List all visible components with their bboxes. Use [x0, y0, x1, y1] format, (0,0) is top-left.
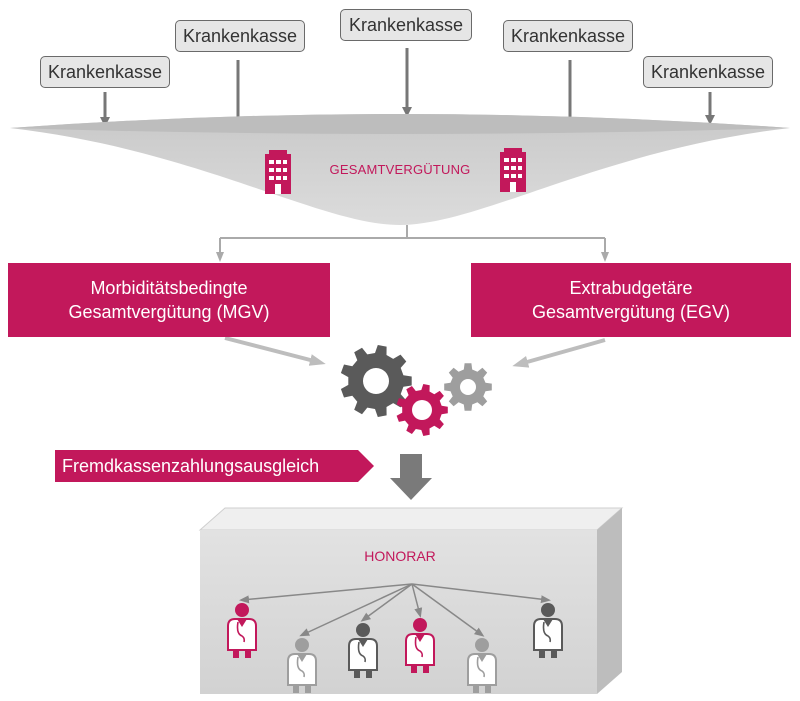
doctor-icon	[348, 623, 378, 678]
mgv-line1: Morbiditätsbedingte	[90, 278, 248, 298]
doctor-icon	[533, 603, 563, 658]
gesamtverguetung-bowl	[10, 114, 790, 225]
mgv-box: Morbiditätsbedingte Gesamtvergütung (MGV…	[8, 263, 330, 337]
distribution-arrow	[239, 583, 413, 604]
distribution-arrow	[411, 583, 423, 618]
doctors-group	[227, 603, 563, 693]
fremdkassen-arrow-shape	[55, 450, 374, 482]
down-arrow-icon	[390, 454, 432, 500]
gear-icon	[340, 345, 412, 417]
honorar-box	[198, 507, 624, 694]
distribution-arrows	[239, 583, 551, 637]
krankenkasse-arrows	[100, 48, 715, 127]
doctor-icon	[227, 603, 257, 658]
gear-input-arrows	[224, 336, 606, 368]
fremdkassen-label: Fremdkassenzahlungsausgleich	[62, 456, 320, 476]
krankenkasse-box-4: Krankenkasse	[503, 20, 633, 52]
egv-line1: Extrabudgetäre	[569, 278, 693, 298]
krankenkasse-box-3: Krankenkasse	[340, 9, 472, 41]
egv-line2: Gesamtvergütung (EGV)	[531, 302, 731, 322]
egv-box: Extrabudgetäre Gesamtvergütung (EGV)	[471, 263, 791, 337]
distribution-arrow	[411, 583, 485, 637]
building-icon	[265, 150, 291, 194]
distribution-arrow	[299, 583, 413, 637]
split-connector	[216, 225, 609, 262]
doctor-icon	[287, 638, 317, 693]
mgv-line2: Gesamtvergütung (MGV)	[68, 302, 270, 322]
bowl-rim	[10, 114, 790, 134]
distribution-arrow	[360, 583, 413, 622]
krankenkasse-box-1: Krankenkasse	[40, 56, 170, 88]
honorar-label: HONORAR	[364, 548, 436, 564]
doctor-icon	[405, 618, 435, 673]
gears-group	[340, 345, 492, 436]
krankenkasse-box-2: Krankenkasse	[175, 20, 305, 52]
krankenkasse-box-5: Krankenkasse	[643, 56, 773, 88]
gear-icon	[396, 384, 448, 436]
building-icon	[500, 148, 526, 192]
gesamtverguetung-label: GESAMTVERGÜTUNG	[329, 162, 471, 177]
distribution-arrow	[411, 583, 551, 604]
gear-icon	[444, 363, 492, 411]
doctor-icon	[467, 638, 497, 693]
